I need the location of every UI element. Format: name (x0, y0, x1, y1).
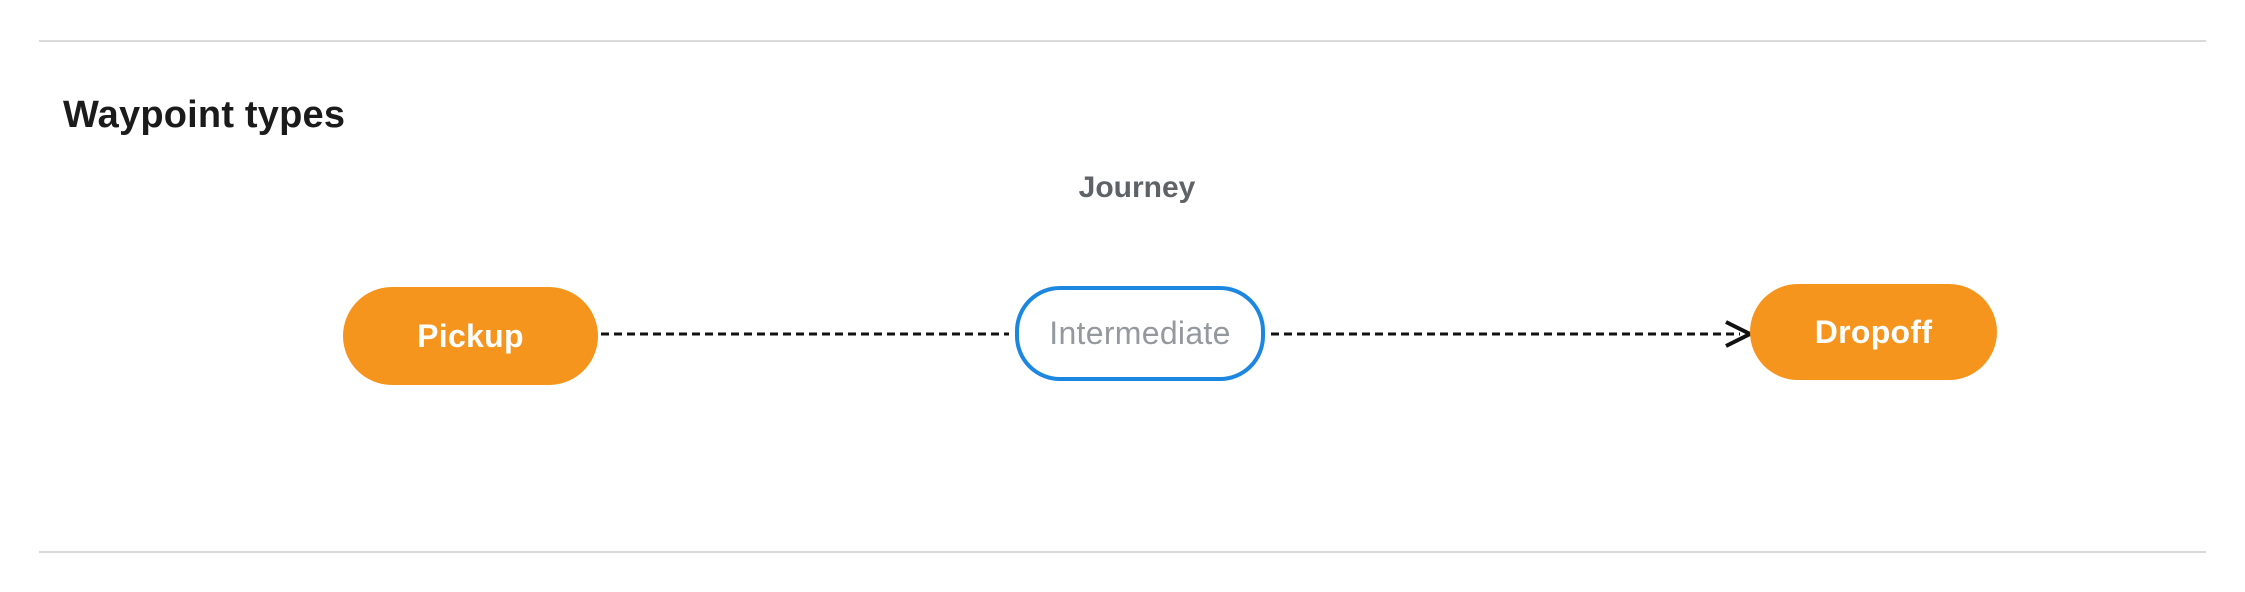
node-intermediate: Intermediate (1015, 286, 1265, 381)
node-pickup: Pickup (343, 287, 598, 385)
bottom-divider (39, 551, 2206, 553)
node-dropoff-label: Dropoff (1814, 313, 1933, 350)
diagram-title: Journey (1078, 171, 1196, 204)
node-intermediate-label: Intermediate (1049, 315, 1231, 351)
top-divider (39, 40, 2206, 42)
section-title: Waypoint types (63, 94, 346, 137)
node-dropoff: Dropoff (1750, 284, 1997, 380)
node-pickup-label: Pickup (417, 317, 524, 354)
